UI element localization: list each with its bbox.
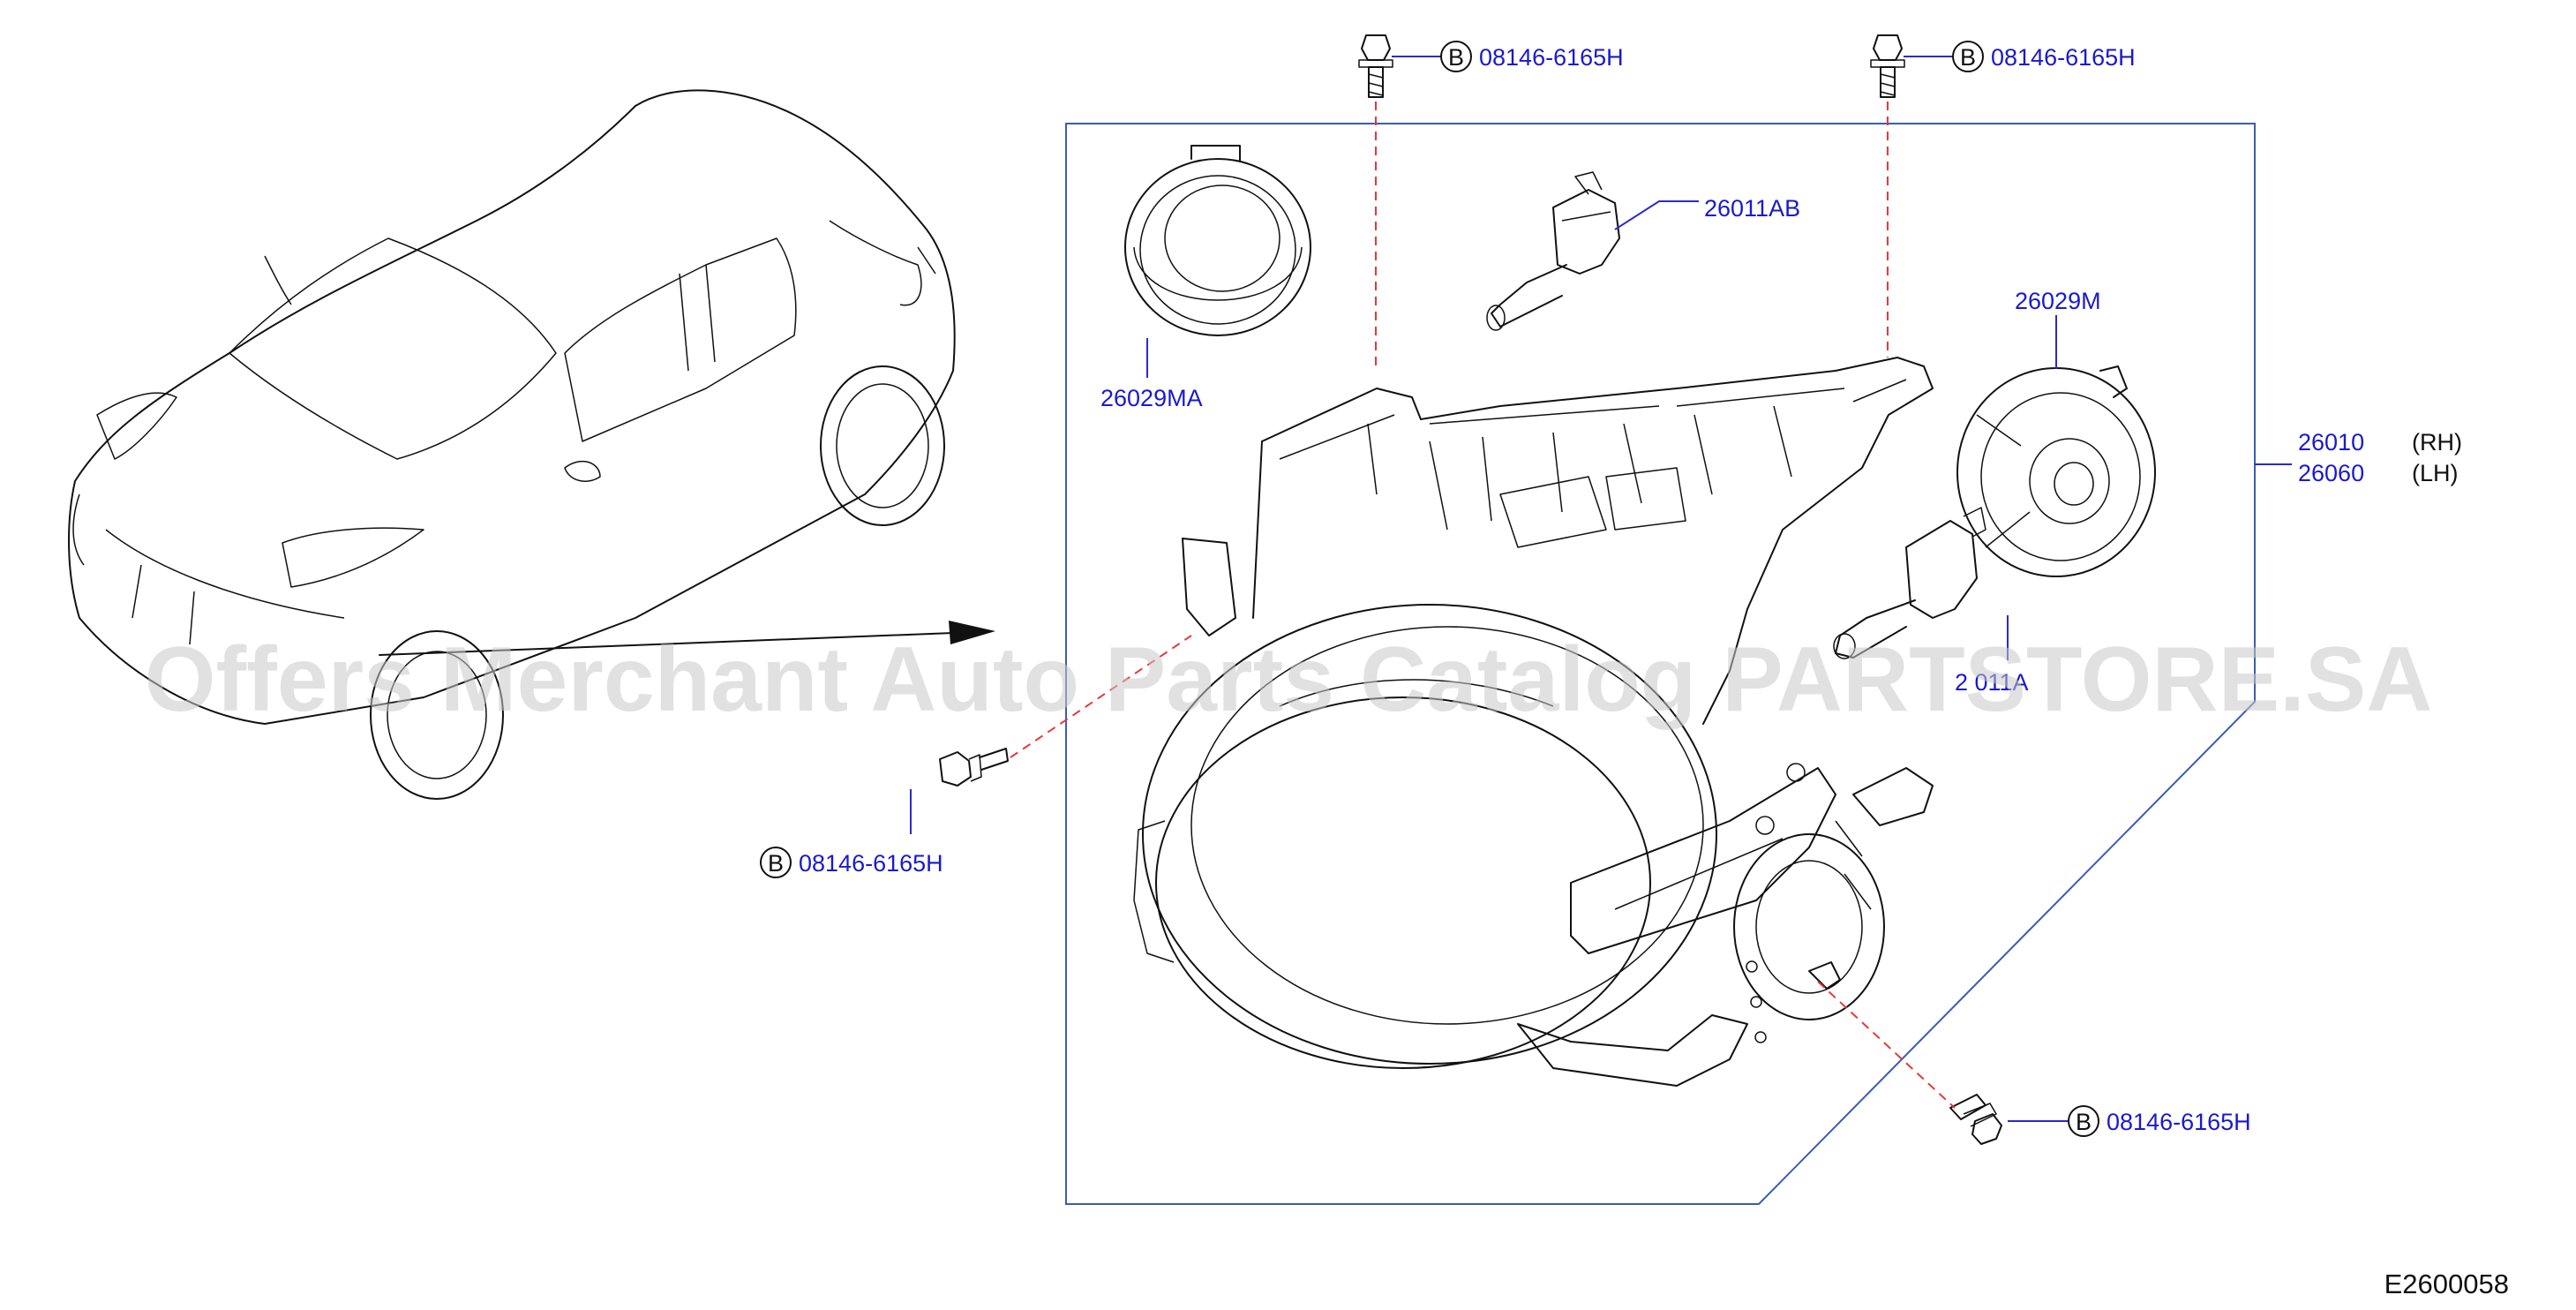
label-bolt-top-right: 08146-6165H xyxy=(1991,44,2136,71)
diagram-code: E2600058 xyxy=(2384,1269,2509,1299)
bulb-hi-drawing xyxy=(1486,171,1620,331)
label-assembly-rh-side: (RH) xyxy=(2412,429,2462,455)
label-bolt-top-left: 08146-6165H xyxy=(1479,44,1624,71)
ref-letter-left: B xyxy=(768,850,784,877)
bolt-top-right-drawing xyxy=(1870,34,1905,98)
label-assembly-lh: 26060 xyxy=(2298,460,2364,486)
bolt-left-drawing xyxy=(939,748,1009,787)
label-assembly-lh-side: (LH) xyxy=(2412,460,2459,486)
pointer-arrow xyxy=(379,621,995,656)
label-bolt-left: 08146-6165H xyxy=(799,850,943,877)
ref-letter-top-left: B xyxy=(1448,44,1464,71)
label-bulb-hi: 26011AB xyxy=(1704,195,1800,222)
assembly-frame xyxy=(1065,123,2256,1205)
ref-letter-bottom: B xyxy=(2076,1109,2092,1135)
label-bolt-bottom: 08146-6165H xyxy=(2107,1109,2251,1135)
watermark-text: Offers Merchant Auto Parts Catalog PARTS… xyxy=(145,629,2433,731)
vehicle-outline xyxy=(68,89,956,800)
bolt-bottom-drawing xyxy=(1949,1094,2002,1145)
bulb-lo-drawing xyxy=(1833,507,1986,659)
ref-circle-top-left xyxy=(1440,41,1472,72)
label-assembly-rh: 26010 xyxy=(2298,429,2364,455)
headlamp-assembly xyxy=(1133,357,1934,1087)
socket-cap-right-drawing xyxy=(1956,365,2156,577)
ref-circle-left xyxy=(760,847,792,878)
label-socket-cap-right: 26029M xyxy=(2015,288,2101,314)
socket-cap-left-drawing xyxy=(1124,145,1311,336)
bolt-top-left-drawing xyxy=(1358,34,1393,98)
ref-letter-top-right: B xyxy=(1960,44,1976,71)
label-bulb-lo: 2 011A xyxy=(1955,669,2029,696)
ref-circle-top-right xyxy=(1952,41,1984,72)
leader-bulb-hi xyxy=(1614,200,1699,230)
label-socket-cap-left: 26029MA xyxy=(1100,385,1203,411)
dash-bolt-bottom xyxy=(1817,981,1956,1109)
dash-bolt-left xyxy=(1010,635,1192,758)
ref-circle-bottom xyxy=(2068,1105,2099,1137)
